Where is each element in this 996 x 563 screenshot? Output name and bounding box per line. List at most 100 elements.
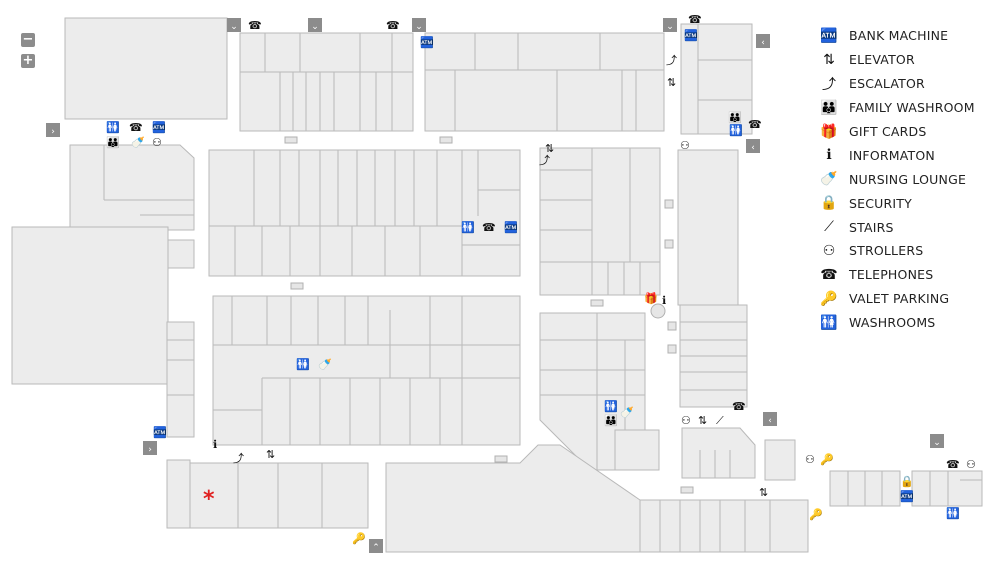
- telephone-icon[interactable]: ☎: [248, 19, 262, 32]
- pan-arrow-right-button[interactable]: ›: [46, 123, 60, 137]
- telephone-icon[interactable]: ☎: [129, 121, 143, 134]
- elevator-icon[interactable]: ⇅: [667, 76, 676, 89]
- pan-arrow-left-button[interactable]: ‹: [746, 139, 760, 153]
- washrooms-icon[interactable]: 🚻: [946, 507, 960, 520]
- store-unit[interactable]: [166, 321, 195, 438]
- bank-machine-icon[interactable]: 🏧: [504, 221, 518, 234]
- legend-label: WASHROOMS: [849, 315, 936, 331]
- telephone-icon[interactable]: ☎: [946, 458, 960, 471]
- store-unit[interactable]: [424, 32, 665, 132]
- legend-item: 🚻WASHROOMS: [818, 311, 993, 335]
- zoom-in-button[interactable]: +: [21, 53, 35, 68]
- security-icon[interactable]: 🔒: [900, 475, 914, 488]
- valet-parking-icon[interactable]: 🔑: [820, 452, 834, 466]
- bank-machine-icon[interactable]: 🏧: [152, 121, 166, 134]
- information-icon: ℹ: [826, 147, 832, 164]
- pan-arrow-right-button[interactable]: ›: [143, 441, 157, 455]
- store-unit[interactable]: [764, 439, 796, 481]
- telephone-icon[interactable]: ☎: [482, 221, 496, 234]
- stairs-icon[interactable]: ⟋: [716, 414, 724, 427]
- washrooms-icon[interactable]: 🚻: [296, 358, 310, 371]
- telephone-icon[interactable]: ☎: [748, 118, 762, 131]
- nursing-lounge-icon[interactable]: 🍼: [131, 136, 145, 149]
- family-washroom-icon[interactable]: 👪: [604, 414, 618, 427]
- legend-item: ℹ INFORMATON: [818, 143, 993, 167]
- store-unit[interactable]: [677, 149, 739, 306]
- bank-machine-icon[interactable]: 🏧: [153, 426, 167, 439]
- pan-arrow-left-button[interactable]: ‹: [756, 34, 770, 48]
- legend-label: BANK MACHINE: [849, 28, 949, 44]
- store-unit[interactable]: [680, 23, 753, 135]
- strollers-icon[interactable]: ⚇: [966, 458, 976, 471]
- map-legend: 🏧BANK MACHINE⇅ELEVATOR⤴ESCALATOR👪FAMILY …: [818, 24, 993, 335]
- telephone-icon[interactable]: ☎: [732, 400, 746, 413]
- escalator-icon[interactable]: ⤴: [539, 153, 550, 167]
- elevator-icon[interactable]: ⇅: [266, 448, 275, 461]
- valet-parking-icon[interactable]: 🔑: [809, 507, 823, 521]
- legend-item: ⚇STROLLERS: [818, 239, 993, 263]
- store-unit[interactable]: [239, 32, 414, 132]
- nursing-lounge-icon[interactable]: 🍼: [318, 358, 332, 371]
- pan-arrow-down-button[interactable]: ⌄: [308, 18, 322, 32]
- you-are-here-marker: *: [203, 487, 215, 512]
- legend-item: ⟋STAIRS: [818, 215, 993, 239]
- legend-item: ⇅ELEVATOR: [818, 48, 993, 72]
- amenity-layer: ☎ ☎ 🏧 ☎ 🏧 ⤴ ⇅ 👪 ☎ 🚻 ⚇ 🚻 ☎ 🏧 👪 🍼 ⚇ ⇅ ⤴ 🚻 …: [106, 13, 976, 545]
- store-unit[interactable]: [11, 226, 169, 385]
- legend-item: 🔒SECURITY: [818, 191, 993, 215]
- information-icon[interactable]: ℹ: [213, 438, 217, 451]
- svg-text:‹: ‹: [768, 416, 772, 426]
- pan-arrow-down-button[interactable]: ⌄: [663, 18, 677, 32]
- bank-machine-icon: 🏧: [820, 27, 838, 44]
- pan-arrow-up-button[interactable]: ⌃: [369, 539, 383, 553]
- elevator-icon[interactable]: ⇅: [698, 414, 707, 427]
- pan-arrow-down-button[interactable]: ⌄: [930, 434, 944, 448]
- strollers-icon[interactable]: ⚇: [805, 453, 815, 466]
- telephone-icon[interactable]: ☎: [688, 13, 702, 26]
- store-unit[interactable]: [208, 149, 521, 277]
- telephone-icon[interactable]: ☎: [386, 19, 400, 32]
- svg-text:›: ›: [148, 445, 152, 455]
- legend-label: FAMILY WASHROOM: [849, 100, 975, 116]
- bank-machine-icon[interactable]: 🏧: [900, 490, 914, 503]
- store-unit[interactable]: [212, 295, 521, 446]
- store-unit[interactable]: [681, 427, 756, 479]
- family-washroom-icon[interactable]: 👪: [728, 111, 742, 124]
- strollers-icon[interactable]: ⚇: [680, 139, 690, 152]
- legend-label: ELEVATOR: [849, 52, 915, 68]
- legend-label: INFORMATON: [849, 147, 935, 163]
- store-unit[interactable]: [911, 470, 983, 507]
- zoom-out-button[interactable]: −: [21, 32, 35, 47]
- legend-label: VALET PARKING: [849, 291, 950, 307]
- store-unit[interactable]: [64, 17, 228, 120]
- pan-arrow-down-button[interactable]: ⌄: [227, 18, 241, 32]
- store-layer: [11, 17, 983, 553]
- pan-arrow-down-button[interactable]: ⌄: [412, 18, 426, 32]
- escalator-icon[interactable]: ⤴: [666, 53, 677, 67]
- svg-text:‹: ‹: [751, 143, 755, 153]
- legend-item: ⤴ESCALATOR: [818, 72, 993, 96]
- information-icon[interactable]: ℹ: [662, 294, 666, 307]
- elevator-icon[interactable]: ⇅: [545, 142, 554, 155]
- strollers-icon[interactable]: ⚇: [681, 414, 691, 427]
- store-unit[interactable]: [166, 459, 369, 529]
- gift-cards-icon[interactable]: 🎁: [644, 292, 658, 305]
- washrooms-icon[interactable]: 🚻: [461, 221, 475, 234]
- family-washroom-icon[interactable]: 👪: [106, 136, 120, 149]
- escalator-icon: ⤴: [822, 76, 836, 93]
- washrooms-icon[interactable]: 🚻: [729, 124, 743, 137]
- nursing-lounge-icon[interactable]: 🍼: [620, 406, 634, 419]
- pan-arrow-left-button[interactable]: ‹: [763, 412, 777, 426]
- bank-machine-icon[interactable]: 🏧: [420, 36, 434, 49]
- nursing-lounge-icon: 🍼: [820, 171, 838, 188]
- washrooms-icon[interactable]: 🚻: [604, 400, 618, 413]
- bank-machine-icon[interactable]: 🏧: [684, 29, 698, 42]
- valet-parking-icon[interactable]: 🔑: [352, 531, 366, 545]
- washrooms-icon[interactable]: 🚻: [106, 121, 120, 134]
- strollers-icon[interactable]: ⚇: [152, 136, 162, 149]
- legend-item: 🎁GIFT CARDS: [818, 120, 993, 144]
- legend-label: TELEPHONES: [849, 267, 934, 283]
- elevator-icon[interactable]: ⇅: [759, 486, 768, 499]
- escalator-icon[interactable]: ⤴: [233, 451, 244, 465]
